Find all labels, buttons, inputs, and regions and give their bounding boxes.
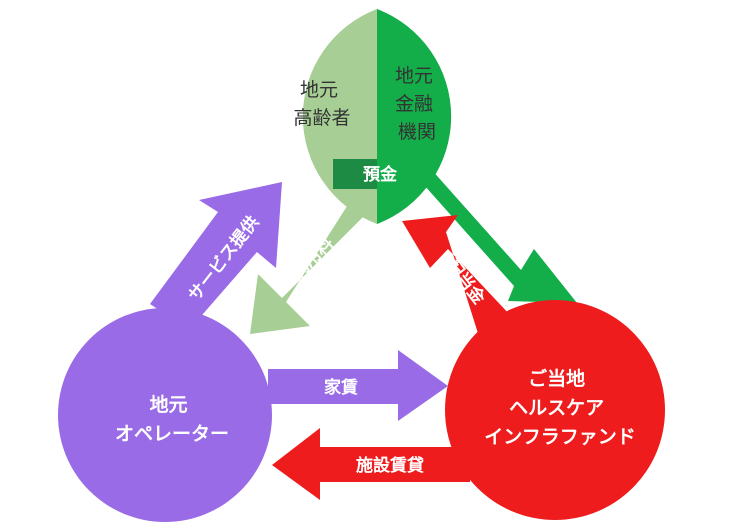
fee-arrow: [250, 192, 372, 334]
fund-label: ご当地 ヘルスケア インフラファンド: [484, 367, 635, 448]
service-arrow: [150, 182, 282, 330]
bank-label: 地元 金融 機関: [395, 65, 439, 143]
deposit-label: 預金: [363, 164, 398, 185]
dividend-arrow: [402, 215, 512, 346]
operator-circle: [58, 308, 272, 522]
deposit-arrow: [333, 148, 433, 201]
elderly-label: 地元 高齢者: [293, 79, 350, 129]
investment-arrow: [424, 168, 577, 303]
rent-arrow: [268, 350, 448, 421]
operator-label: 地元 オペレーター: [115, 393, 229, 445]
fund-circle: [445, 300, 665, 520]
fee-label: 利用料: [287, 233, 338, 284]
rent-label: 家賃: [324, 377, 358, 398]
lease-label: 施設賃貸: [356, 455, 424, 476]
lease-arrow: [272, 428, 470, 500]
